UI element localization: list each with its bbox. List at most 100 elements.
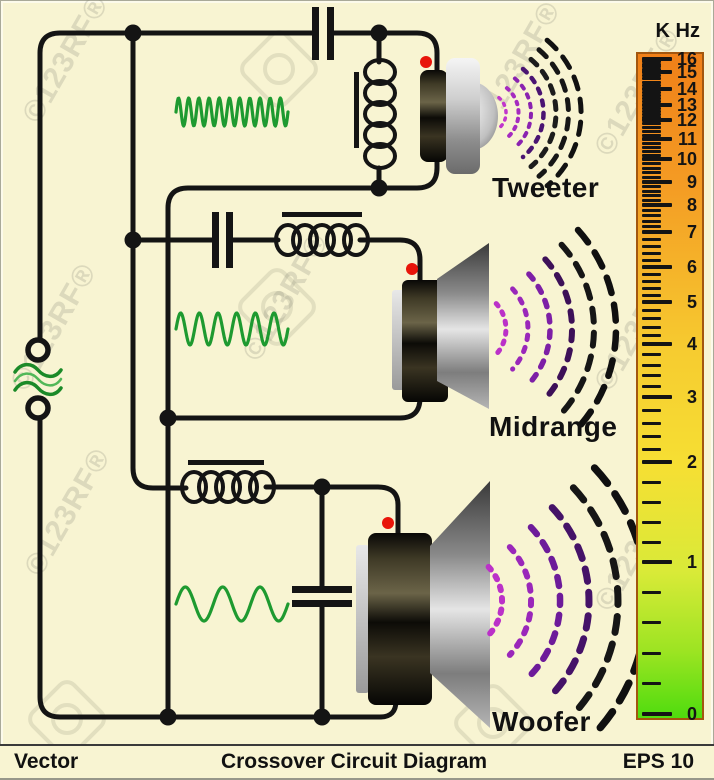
scale-minor-tick <box>642 244 661 248</box>
scale-minor-tick <box>642 520 661 524</box>
signal-sine <box>174 585 290 623</box>
sound-arc <box>527 524 564 678</box>
sound-wave-arcs <box>485 37 651 738</box>
frequency-unit-label: K Hz <box>655 20 700 42</box>
scale-minor-tick <box>642 185 661 189</box>
scale-minor-tick <box>642 115 661 119</box>
scale-major-tick <box>642 70 672 74</box>
scale-minor-tick <box>642 129 661 133</box>
scale-tick-label: 10 <box>676 149 697 169</box>
caption-bar: Vector Crossover Circuit Diagram EPS 10 <box>0 744 714 780</box>
scale-major-tick <box>642 157 672 161</box>
sound-arc <box>569 484 622 718</box>
scale-minor-tick <box>642 149 661 153</box>
scale-minor-tick <box>642 62 661 66</box>
scale-minor-tick <box>642 175 661 179</box>
scale-tick-label: 7 <box>686 222 697 242</box>
scale-minor-tick <box>642 214 661 218</box>
signal-sine <box>174 96 290 128</box>
capacitor-plates <box>212 7 352 607</box>
scale-minor-tick <box>642 153 661 157</box>
scale-minor-tick <box>642 122 661 126</box>
scale-major-tick <box>642 265 672 269</box>
scale-minor-tick <box>642 621 661 625</box>
scale-minor-tick <box>642 334 661 338</box>
scale-minor-tick <box>642 480 661 484</box>
sound-arc <box>510 286 531 372</box>
woofer-label: Woofer <box>492 706 591 737</box>
caption-format-label: Vector <box>14 750 79 773</box>
scale-minor-tick <box>642 93 661 97</box>
scale-tick-label: 4 <box>686 334 697 354</box>
scale-minor-tick <box>642 540 661 544</box>
scale-major-tick <box>642 118 672 122</box>
scale-tick-label: 13 <box>676 95 697 115</box>
sound-arc <box>536 47 571 179</box>
junction-dots <box>124 24 388 726</box>
sound-arc <box>542 256 576 402</box>
woofer-capacitor <box>292 586 352 593</box>
sound-arc <box>485 563 505 639</box>
scale-minor-tick <box>642 67 661 71</box>
scale-major-tick <box>642 712 672 716</box>
scale-tick-label: 15 <box>676 62 697 82</box>
scale-minor-tick <box>642 189 661 193</box>
midrange-label: Midrange <box>489 411 618 442</box>
polarity-dots <box>382 56 432 529</box>
scale-minor-tick <box>642 65 661 69</box>
scale-minor-tick <box>642 421 661 425</box>
scale-minor-tick <box>642 106 661 110</box>
scale-major-tick <box>642 103 672 107</box>
scale-minor-tick <box>642 219 661 223</box>
scale-major-tick <box>642 300 672 304</box>
woofer-inductor-core <box>188 460 264 465</box>
scale-minor-tick <box>642 100 661 104</box>
scale-major-tick <box>642 460 672 464</box>
scale-minor-tick <box>642 363 661 367</box>
scale-minor-tick <box>642 112 661 116</box>
sound-arc <box>574 226 620 432</box>
scale-minor-tick <box>642 198 661 202</box>
scale-minor-tick <box>642 208 661 212</box>
scale-minor-tick <box>642 77 661 81</box>
scale-minor-tick <box>642 272 661 276</box>
caption-title: Crossover Circuit Diagram <box>220 750 488 773</box>
scale-minor-tick <box>642 651 661 655</box>
scale-tick-label: 1 <box>686 552 697 572</box>
scale-minor-tick <box>642 166 661 170</box>
tweeter-capacitor <box>327 7 334 60</box>
scale-minor-tick <box>642 353 661 357</box>
scale-minor-tick <box>642 251 661 255</box>
scale-major-tick <box>642 87 672 91</box>
midrange-inductor-core <box>282 212 362 217</box>
source-terminal <box>25 337 51 363</box>
scale-minor-tick <box>642 141 661 145</box>
scale-minor-tick <box>642 500 661 504</box>
midrange-capacitor <box>226 212 233 268</box>
scale-tick-label: 0 <box>686 704 697 724</box>
scale-major-tick <box>642 230 672 234</box>
scale-minor-tick <box>642 109 661 113</box>
scale-major-tick <box>642 180 672 184</box>
scale-minor-tick <box>642 258 661 262</box>
woofer-capacitor <box>292 600 352 607</box>
scale-major-tick <box>642 395 672 399</box>
scale-major-tick <box>642 342 672 346</box>
scale-minor-tick <box>642 374 661 378</box>
woofer-polarity-dot <box>382 517 394 529</box>
midrange-capacitor <box>212 212 219 268</box>
sound-arc <box>544 37 584 189</box>
scale-minor-tick <box>642 237 661 241</box>
scale-minor-tick <box>642 80 661 84</box>
scale-minor-tick <box>642 194 661 198</box>
scale-tick-label: 14 <box>676 79 697 99</box>
scale-minor-tick <box>642 286 661 290</box>
sound-arc <box>520 66 546 160</box>
scale-major-tick <box>642 137 672 141</box>
sound-arc <box>528 56 559 170</box>
scale-minor-tick <box>642 384 661 388</box>
scale-minor-tick <box>642 162 661 166</box>
scale-minor-tick <box>642 408 661 412</box>
